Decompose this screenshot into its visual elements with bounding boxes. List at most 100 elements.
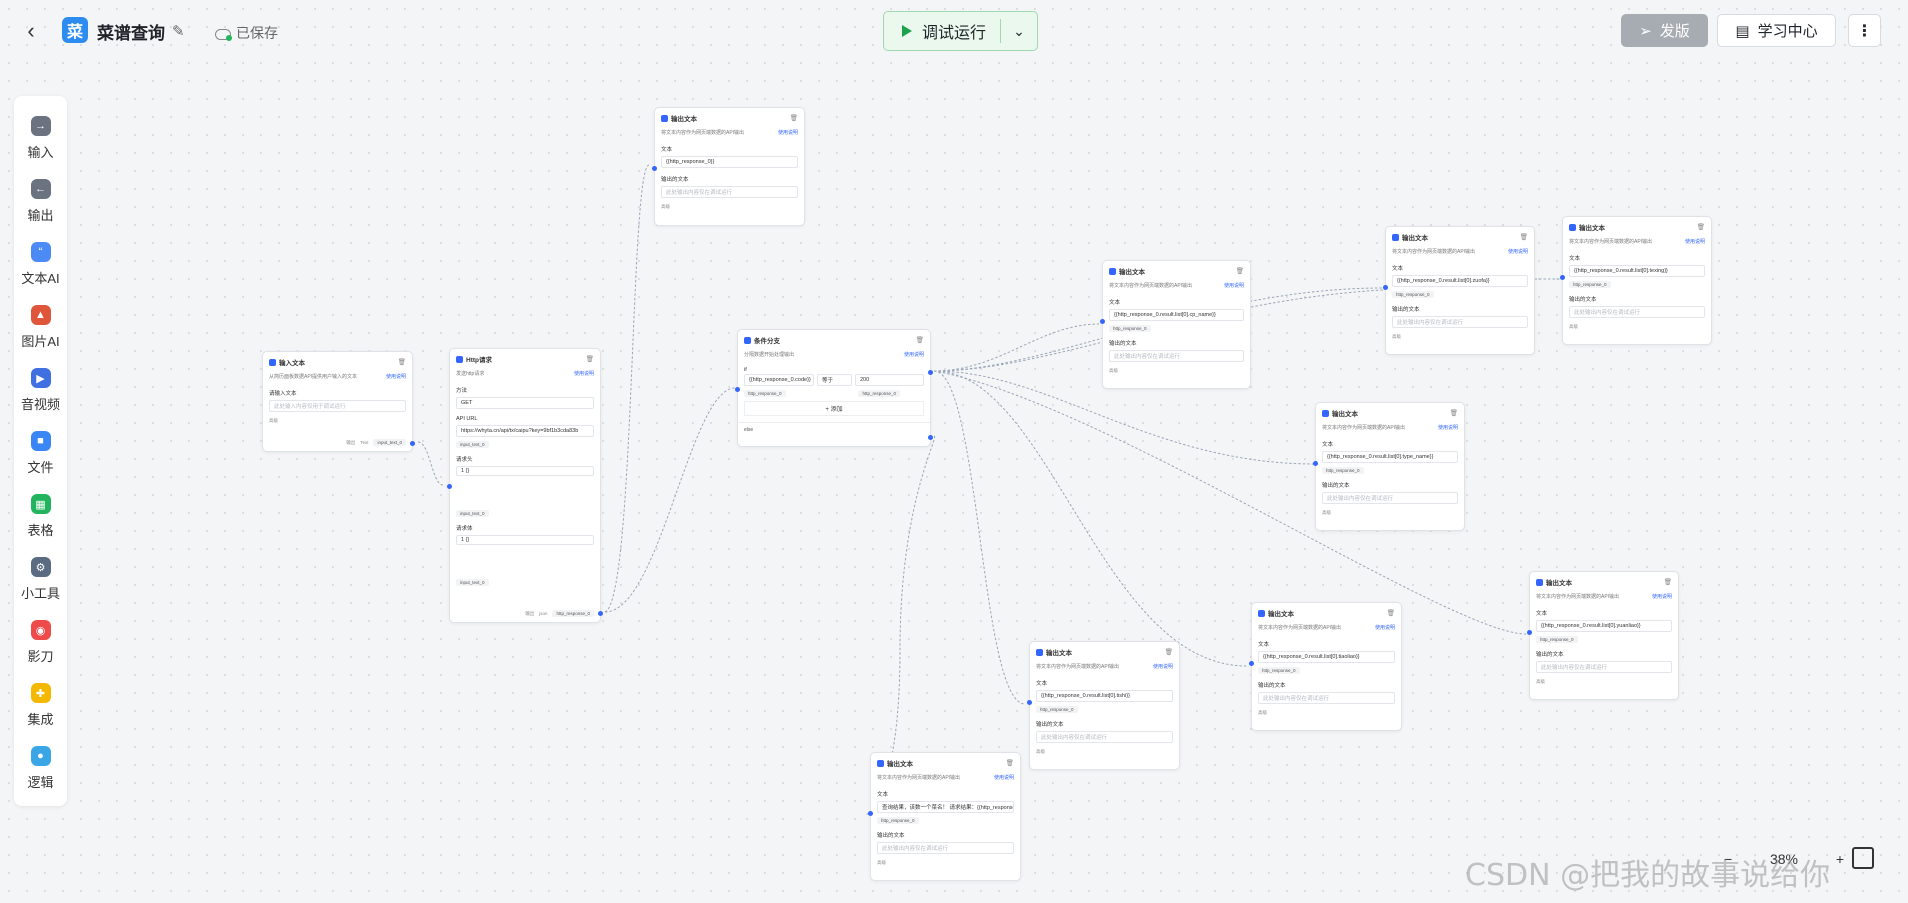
trash-icon[interactable]: 🗑 [915, 337, 924, 344]
variable-tag[interactable]: http_response_0 [1322, 467, 1364, 474]
trash-icon[interactable]: 🗑 [585, 356, 594, 363]
variable-tag[interactable]: http_response_0 [1392, 291, 1434, 298]
learning-center-button[interactable]: ▤ 学习中心 [1717, 14, 1836, 47]
input-port[interactable] [735, 387, 740, 392]
sidebar-item-0[interactable]: →输入 [14, 112, 67, 172]
trash-icon[interactable]: 🗑 [397, 359, 406, 366]
chevron-down-icon[interactable]: ⌄ [1013, 22, 1025, 39]
sidebar-item-9[interactable]: ✚集成 [14, 679, 67, 739]
variable-tag[interactable]: http_response_0 [744, 390, 786, 397]
advanced-toggle[interactable]: 高级 [1569, 324, 1578, 329]
input-port[interactable] [1313, 461, 1318, 466]
usage-link[interactable]: 使用说明 [1152, 664, 1173, 670]
output-text-node[interactable]: 输出文本🗑将文本内容作为网页端数据的API输出使用说明文本{{http_resp… [1249, 602, 1402, 731]
trash-icon[interactable]: 🗑 [1164, 649, 1173, 656]
output-port[interactable] [410, 441, 415, 446]
input-port[interactable] [1383, 285, 1388, 290]
fit-view-icon[interactable] [1852, 847, 1874, 869]
input-port[interactable] [1100, 319, 1105, 324]
more-options-icon[interactable]: ⋮ [1848, 14, 1881, 47]
back-arrow-icon[interactable]: ‹ [27, 18, 35, 43]
output-variable-tag[interactable]: http_response_0 [552, 610, 594, 617]
variable-tag[interactable]: http_response_0 [1109, 325, 1151, 332]
sidebar-item-1[interactable]: ←输出 [14, 175, 67, 235]
advanced-toggle[interactable]: 高级 [1392, 334, 1401, 339]
sidebar-item-2[interactable]: “文本AI [14, 238, 67, 298]
output-text-node[interactable]: 输出文本🗑将文本内容作为网页端数据的API输出使用说明文本{{http_resp… [1383, 226, 1535, 355]
headers-editor[interactable]: 1 {} [456, 466, 594, 476]
usage-link[interactable]: 使用说明 [1684, 239, 1705, 245]
if-output-port[interactable] [928, 370, 933, 375]
method-select[interactable]: GET [456, 397, 594, 409]
input-port[interactable] [447, 484, 452, 489]
variable-tag[interactable]: http_response_0 [858, 390, 900, 397]
trash-icon[interactable]: 🗑 [1386, 610, 1395, 617]
advanced-toggle[interactable]: 高级 [269, 418, 278, 423]
debug-run-button[interactable]: 调试运行 [884, 12, 1000, 50]
variable-tag[interactable]: http_response_0 [1036, 706, 1078, 713]
advanced-toggle[interactable]: 高级 [1322, 510, 1331, 515]
output-text-node[interactable]: 输出文本🗑将文本内容作为网页端数据的API输出使用说明文本查询结果，该数一个菜名… [868, 752, 1021, 881]
text-template-input[interactable]: {{http_response_0.result.list[0].zuofa}} [1392, 275, 1528, 287]
text-template-input[interactable]: {{http_response_0.result.list[0].texing}… [1569, 265, 1705, 277]
output-variable-tag[interactable]: input_text_0 [373, 439, 406, 446]
body-editor[interactable]: 1 {} [456, 535, 594, 545]
input-port[interactable] [1027, 700, 1032, 705]
variable-tag[interactable]: input_text_0 [456, 510, 489, 517]
trash-icon[interactable]: 🗑 [1449, 410, 1458, 417]
trash-icon[interactable]: 🗑 [1663, 579, 1672, 586]
advanced-toggle[interactable]: 高级 [1258, 710, 1267, 715]
debug-input-field[interactable]: 此处输入内容仅用于调试运行 [269, 400, 406, 412]
input-port[interactable] [1527, 630, 1532, 635]
edit-pencil-icon[interactable]: ✎ [172, 23, 185, 40]
sidebar-item-5[interactable]: ■文件 [14, 427, 67, 487]
usage-link[interactable]: 使用说明 [1651, 594, 1672, 600]
input-port[interactable] [1249, 661, 1254, 666]
text-template-input[interactable]: {{http_response_0}} [661, 156, 798, 168]
input-port[interactable] [868, 811, 873, 816]
variable-tag[interactable]: http_response_0 [1569, 281, 1611, 288]
input-port[interactable] [652, 166, 657, 171]
zoom-out-button[interactable]: − [1724, 851, 1733, 867]
advanced-toggle[interactable]: 高级 [877, 860, 886, 865]
input-port[interactable] [1560, 275, 1565, 280]
usage-link[interactable]: 使用说明 [1507, 249, 1528, 255]
advanced-toggle[interactable]: 高级 [661, 204, 670, 209]
publish-button[interactable]: ➢ 发版 [1621, 14, 1708, 47]
advanced-toggle[interactable]: 高级 [1036, 749, 1045, 754]
output-text-node[interactable]: 输出文本🗑将文本内容作为网页端数据的API输出使用说明文本{{http_resp… [652, 107, 805, 226]
url-input[interactable]: https://whyta.cn/api/tx/caipu?key=9bf1b3… [456, 425, 594, 437]
advanced-toggle[interactable]: 高级 [1536, 679, 1545, 684]
usage-link[interactable]: 使用说明 [777, 130, 798, 136]
trash-icon[interactable]: 🗑 [1235, 268, 1244, 275]
else-output-port[interactable] [928, 435, 933, 440]
output-text-node[interactable]: 输出文本🗑将文本内容作为网页端数据的API输出使用说明文本{{http_resp… [1027, 641, 1180, 770]
sidebar-item-3[interactable]: ▲图片AI [14, 301, 67, 361]
output-text-node[interactable]: 输出文本🗑将文本内容作为网页端数据的API输出使用说明文本{{http_resp… [1313, 402, 1465, 531]
variable-tag[interactable]: input_text_0 [456, 441, 489, 448]
variable-tag[interactable]: input_text_0 [456, 579, 489, 586]
text-template-input[interactable]: {{http_response_0.result.list[0].yuanlia… [1536, 620, 1672, 632]
sidebar-item-10[interactable]: ●逻辑 [14, 742, 67, 802]
variable-tag[interactable]: http_response_0 [1536, 636, 1578, 643]
text-template-input[interactable]: {{http_response_0.result.list[0].type_na… [1322, 451, 1458, 463]
condition-branch-node[interactable]: 条件分支🗑 分隔数据开始处理输出使用说明 if {{http_response_… [735, 329, 933, 447]
sidebar-item-8[interactable]: ◉影刀 [14, 616, 67, 676]
zoom-in-button[interactable]: + [1835, 851, 1844, 867]
sidebar-item-7[interactable]: ⚙小工具 [14, 553, 67, 613]
trash-icon[interactable]: 🗑 [1519, 234, 1528, 241]
text-template-input[interactable]: 查询结果，该数一个菜名！ 请求结果：{{http_response_0}} [877, 801, 1014, 813]
sidebar-item-4[interactable]: ▶音视频 [14, 364, 67, 424]
usage-link[interactable]: 使用说明 [1437, 425, 1458, 431]
trash-icon[interactable]: 🗑 [1696, 224, 1705, 231]
text-template-input[interactable]: {{http_response_0.result.list[0].cp_name… [1109, 309, 1244, 321]
variable-tag[interactable]: http_response_0 [877, 817, 919, 824]
condition-operator-select[interactable]: 等于 [817, 374, 852, 386]
text-template-input[interactable]: {{http_response_0.result.list[0].tiaolia… [1258, 651, 1395, 663]
output-text-node[interactable]: 输出文本🗑将文本内容作为网页端数据的API输出使用说明文本{{http_resp… [1527, 571, 1679, 700]
variable-tag[interactable]: http_response_0 [1258, 667, 1300, 674]
trash-icon[interactable]: 🗑 [789, 115, 798, 122]
usage-link[interactable]: 使用说明 [385, 374, 406, 380]
usage-link[interactable]: 使用说明 [573, 371, 594, 377]
output-text-node[interactable]: 输出文本🗑将文本内容作为网页端数据的API输出使用说明文本{{http_resp… [1560, 216, 1712, 345]
